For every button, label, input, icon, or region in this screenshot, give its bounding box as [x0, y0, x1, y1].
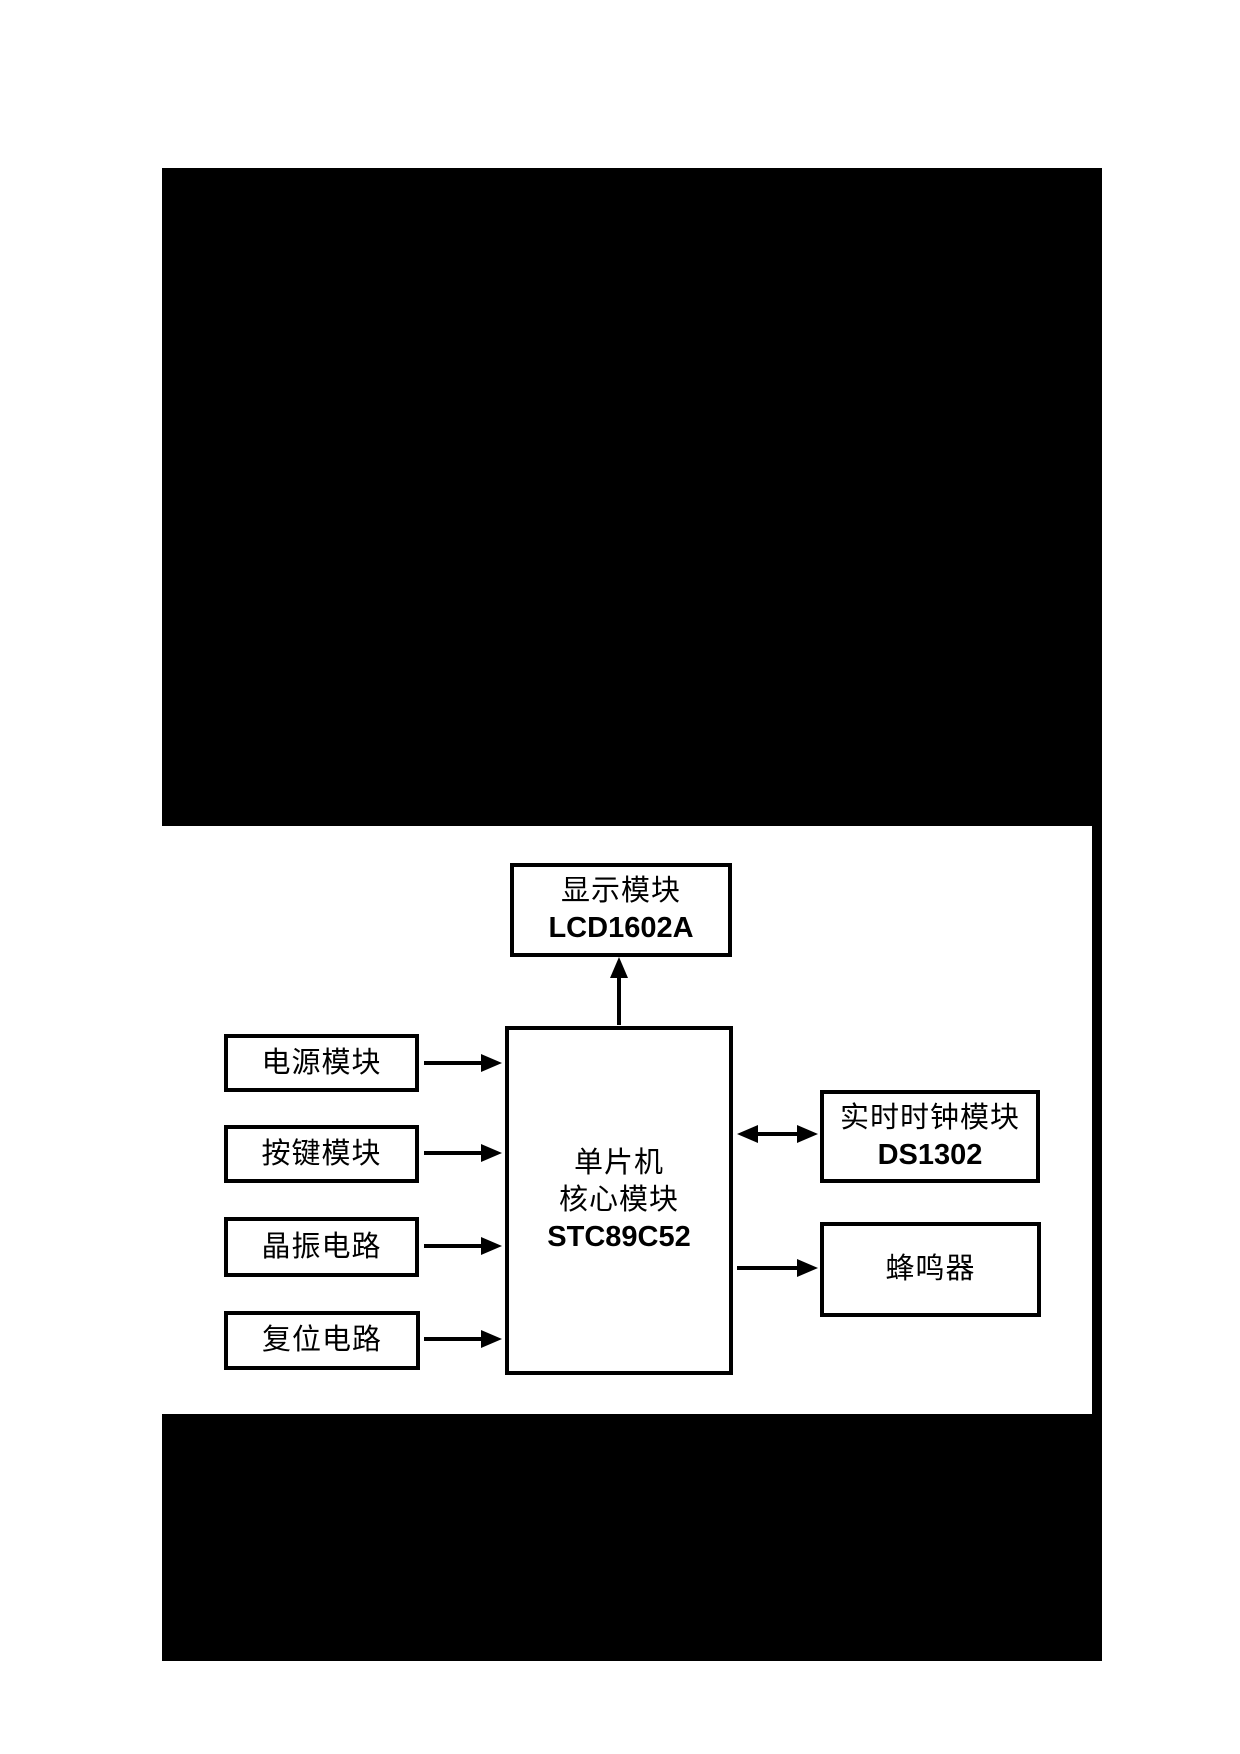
display-module-model: LCD1602A	[548, 912, 694, 944]
mcu-model: STC89C52	[547, 1221, 691, 1253]
arrow-mcu-rtc-bidirectional	[737, 1125, 818, 1143]
crystal-circuit-box: 晶振电路	[224, 1217, 419, 1277]
redacted-strip-right	[1092, 826, 1102, 1414]
arrow-reset-to-mcu	[424, 1330, 502, 1348]
reset-circuit-label: 复位电路	[261, 1324, 382, 1356]
arrow-shaft	[424, 1337, 481, 1341]
arrowhead-up	[610, 957, 628, 978]
reset-circuit-box: 复位电路	[224, 1311, 420, 1370]
display-module-title: 显示模块	[560, 875, 681, 907]
mcu-line2: 核心模块	[558, 1184, 679, 1216]
arrow-shaft	[737, 1266, 797, 1270]
power-module-label: 电源模块	[261, 1046, 382, 1079]
buzzer-box: 蜂鸣器	[820, 1222, 1041, 1317]
arrowhead-right	[481, 1054, 502, 1072]
mcu-line1: 单片机	[573, 1147, 664, 1179]
arrowhead-right	[797, 1125, 818, 1143]
arrowhead-right	[481, 1144, 502, 1162]
arrow-shaft	[617, 978, 621, 1025]
arrowhead-right	[797, 1259, 818, 1277]
arrow-crystal-to-mcu	[424, 1237, 502, 1255]
buzzer-label: 蜂鸣器	[885, 1253, 976, 1285]
key-module-label: 按键模块	[261, 1137, 382, 1170]
arrowhead-right	[481, 1330, 502, 1348]
arrowhead-right	[481, 1237, 502, 1255]
arrow-shaft	[758, 1132, 797, 1136]
arrow-mcu-to-display	[610, 957, 628, 1025]
rtc-module-model: DS1302	[877, 1138, 983, 1171]
arrow-shaft	[424, 1244, 481, 1248]
power-module-box: 电源模块	[224, 1034, 419, 1092]
key-module-box: 按键模块	[224, 1125, 419, 1183]
display-module-box: 显示模块 LCD1602A	[510, 863, 732, 957]
arrow-shaft	[424, 1061, 481, 1065]
arrow-power-to-mcu	[424, 1054, 502, 1072]
arrow-shaft	[424, 1151, 481, 1155]
arrow-keys-to-mcu	[424, 1144, 502, 1162]
redacted-block-top	[162, 168, 1102, 826]
arrowhead-left	[737, 1125, 758, 1143]
redacted-block-bottom	[162, 1414, 1102, 1661]
mcu-core-box: 单片机 核心模块 STC89C52	[505, 1026, 733, 1375]
rtc-module-box: 实时时钟模块 DS1302	[820, 1090, 1040, 1183]
rtc-module-title: 实时时钟模块	[839, 1101, 1020, 1134]
crystal-circuit-label: 晶振电路	[261, 1230, 382, 1263]
arrow-mcu-to-buzzer	[737, 1259, 818, 1277]
